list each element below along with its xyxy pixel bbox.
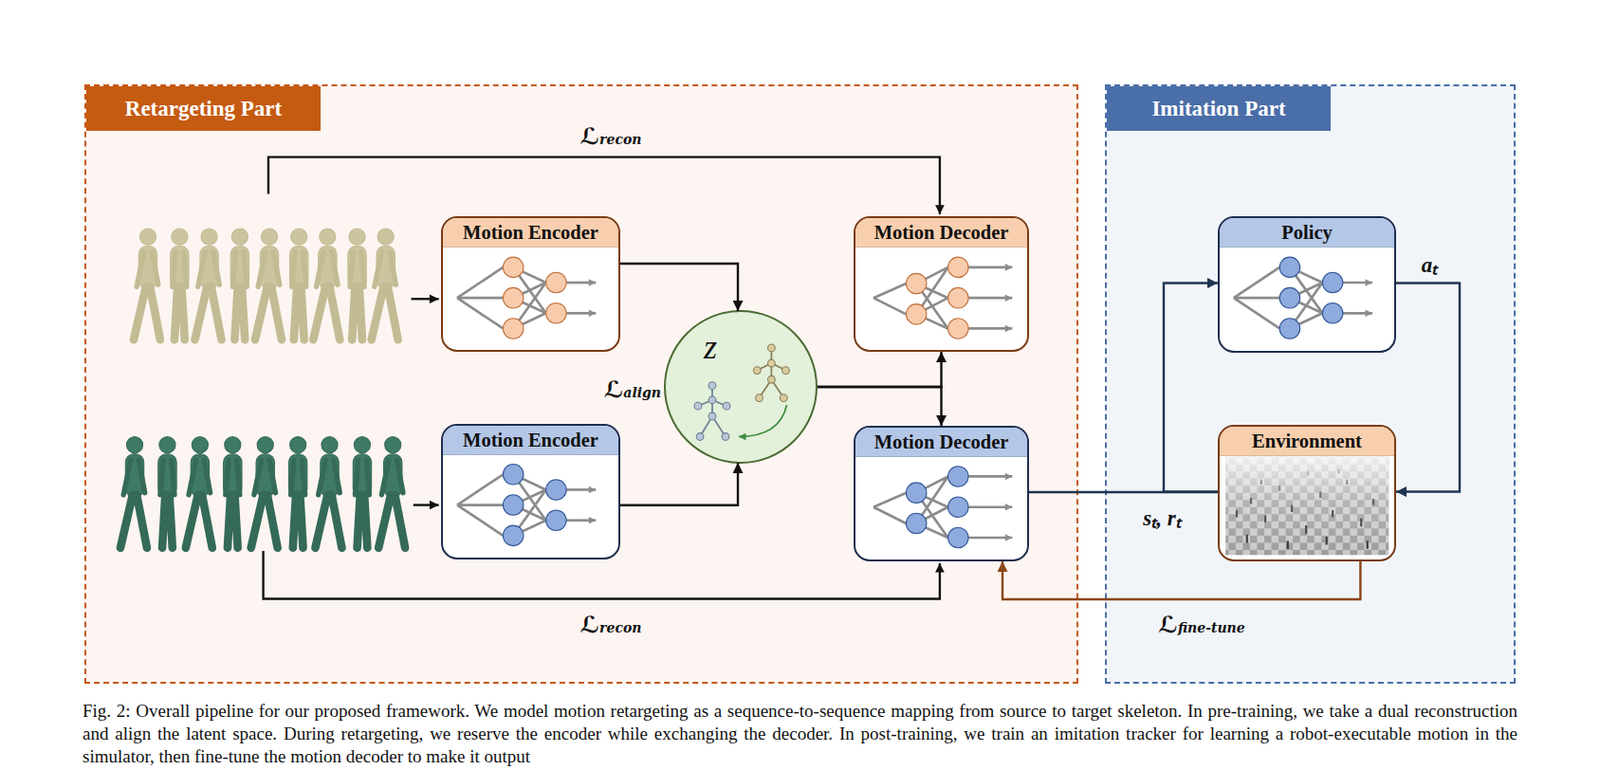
decoder-box: Motion Decoder [853, 425, 1030, 562]
box-title: Motion Encoder [442, 218, 619, 248]
loss-label: ℒrecon [580, 122, 643, 150]
environment-box: Environment [1217, 424, 1397, 562]
figure-caption: Fig. 2: Overall pipeline for our propose… [82, 699, 1518, 769]
box-title: Motion Decoder [855, 218, 1028, 248]
encoder-box: Motion Encoder [441, 216, 621, 352]
box-title: Policy [1219, 218, 1395, 248]
section-panel: Imitation PartPolicyEnvironment [1104, 84, 1516, 684]
latent-circle: z [663, 310, 818, 464]
policy-box: Policy [1217, 216, 1397, 353]
section-panel: Retargeting PartMotion EncoderMotion Dec… [84, 84, 1079, 684]
loss-label: ℒalign [604, 375, 662, 404]
box-title: Environment [1219, 426, 1395, 457]
section-title: Retargeting Part [86, 86, 321, 131]
decoder-box: Motion Decoder [853, 216, 1030, 352]
edge-label: aₜ [1421, 248, 1438, 279]
loss-label: ℒrecon [580, 610, 643, 639]
box-title: Motion Decoder [855, 427, 1028, 458]
box-title: Motion Encoder [442, 425, 619, 456]
encoder-box: Motion Encoder [441, 423, 621, 560]
edge-label: ℒfine-tune [1158, 610, 1245, 639]
latent-symbol: z [703, 327, 718, 368]
section-title: Imitation Part [1106, 86, 1331, 131]
edge-label: sₜ, rₜ [1142, 501, 1180, 533]
